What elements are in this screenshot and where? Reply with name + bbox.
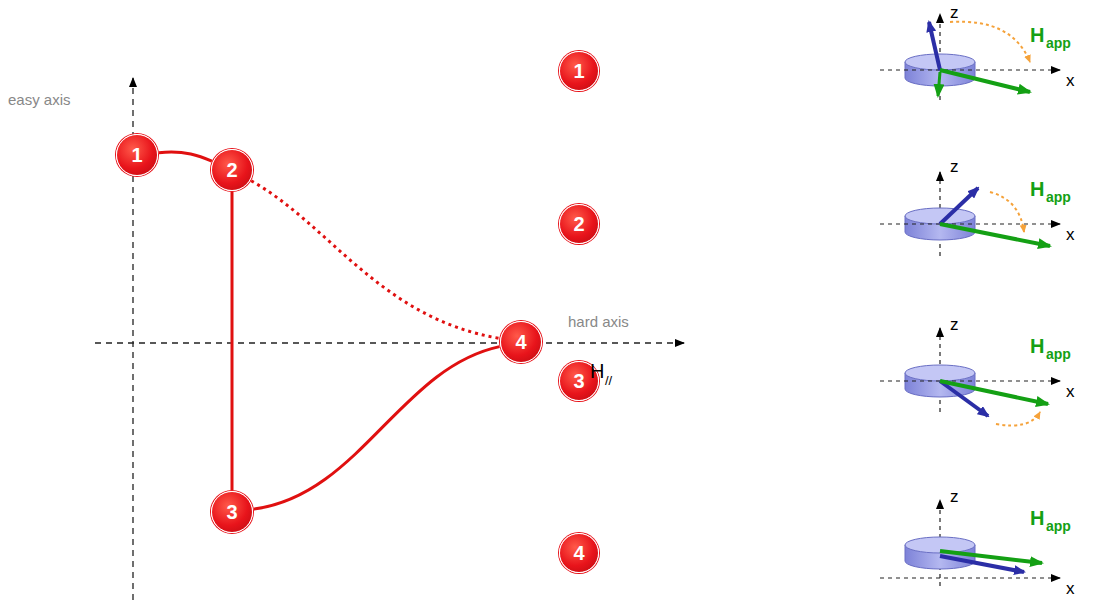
panel-3 — [880, 328, 1060, 426]
callout-circle: 3 — [211, 491, 253, 533]
callout-number: 4 — [573, 543, 584, 563]
callout-circle: 1 — [559, 51, 599, 91]
callout-number: 1 — [131, 145, 142, 165]
panel-2 — [880, 172, 1060, 256]
field-symbol: H — [1030, 24, 1044, 46]
axis-subscript: // — [605, 374, 612, 388]
axis-name: z — [950, 4, 959, 23]
field-subscript: app — [1046, 519, 1071, 534]
axis-name: x — [1066, 383, 1075, 402]
panel-1 — [880, 14, 1060, 100]
callout-number: 2 — [573, 214, 584, 234]
field-symbol: H — [1030, 178, 1044, 200]
callout-number: 2 — [226, 160, 237, 180]
callout-number: 3 — [573, 371, 584, 391]
axis-name: z — [950, 316, 959, 335]
axis-name: x — [1066, 226, 1075, 245]
field-symbol: H — [1030, 335, 1044, 357]
callout-circle: 1 — [116, 134, 158, 176]
callout-circle: 4 — [559, 533, 599, 573]
magnetization-curve — [254, 347, 500, 509]
axis-symbol: H — [590, 360, 604, 382]
field-subscript: app — [1046, 36, 1071, 51]
callout-circle: 2 — [211, 149, 253, 191]
callout-circle: 2 — [559, 204, 599, 244]
panel-4 — [880, 500, 1060, 586]
callout-number: 1 — [573, 61, 584, 81]
callout-number: 4 — [515, 332, 526, 352]
magnetization-curve — [231, 192, 234, 490]
axis-label: hard axis — [568, 314, 629, 331]
callout-number: 3 — [226, 502, 237, 522]
field-symbol: H — [1030, 507, 1044, 529]
field-subscript: app — [1046, 347, 1071, 362]
callout-circle: 4 — [500, 321, 542, 363]
axis-name: x — [1066, 72, 1075, 91]
field-subscript: app — [1046, 190, 1071, 205]
axis-name: x — [1066, 580, 1075, 599]
axis-label: easy axis — [8, 92, 71, 109]
magnetization-curve — [159, 152, 212, 161]
unstable-branch — [251, 181, 499, 339]
axis-name: z — [950, 158, 959, 177]
axis-name: z — [950, 488, 959, 507]
